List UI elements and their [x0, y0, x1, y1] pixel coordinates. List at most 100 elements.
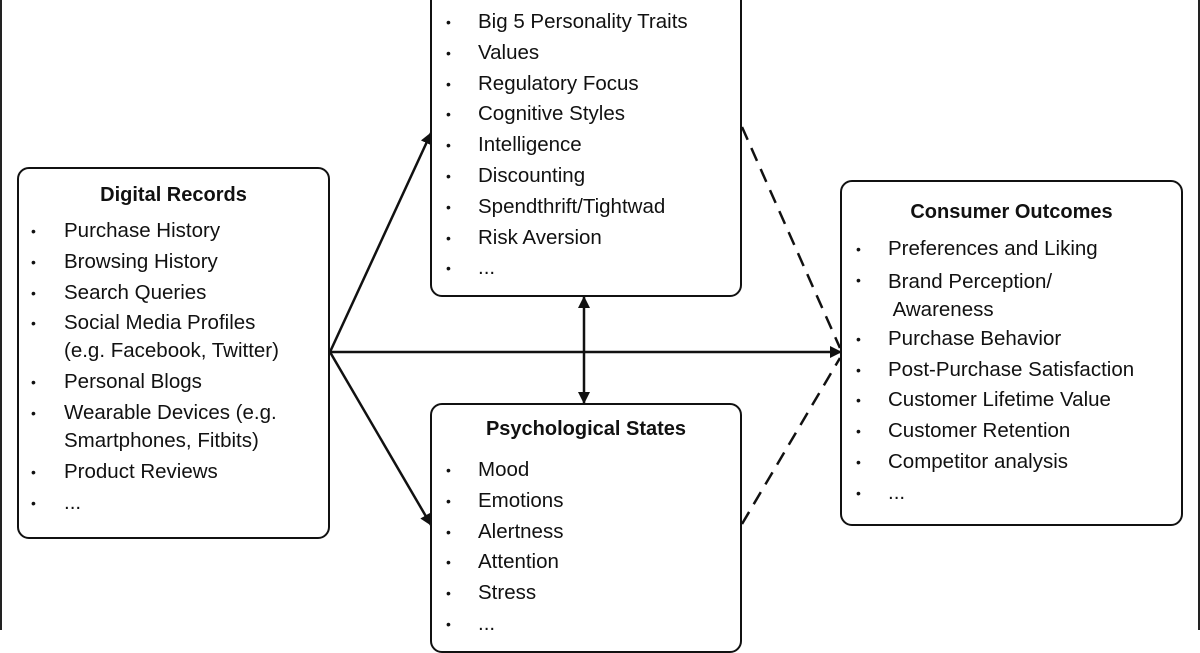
bullet-icon: •: [31, 223, 36, 239]
bullet-icon: •: [856, 484, 861, 501]
list-item-label: Discounting: [478, 163, 586, 187]
list-item: • Stress: [432, 578, 740, 609]
list-item-label: Risk Aversion: [478, 225, 602, 249]
bullet-icon: •: [856, 453, 861, 470]
list-item: • Values: [432, 38, 740, 69]
bullet-icon: •: [31, 253, 36, 270]
list-item-label: Personal Blogs: [64, 370, 202, 394]
bullet-icon: •: [446, 462, 451, 478]
list-item-label: Big 5 Personality Traits: [478, 10, 688, 33]
list-item-label: Customer Retention: [888, 419, 1071, 443]
list-item-label: Customer Lifetime Value: [888, 388, 1111, 412]
list-item-label: Brand Perception/ Awareness: [888, 269, 1053, 321]
psychological-states-box: Psychological States • Mood • Emotions • Aler…: [430, 403, 742, 653]
digital-records-box: Digital Records •Purchase History•Browsi…: [17, 167, 330, 539]
traits-list: • Big 5 Personality Traits • Values • Regulat…: [432, 7, 740, 284]
bullet-icon: •: [31, 374, 36, 391]
list-item-label: ...: [64, 490, 82, 514]
list-item-label: Stress: [478, 581, 537, 605]
bullet-icon: •: [446, 260, 451, 277]
bullet-icon: •: [31, 494, 36, 511]
frame-left-border: [0, 0, 2, 630]
bullet-icon: •: [856, 241, 861, 257]
list-item-label: Purchase Behavior: [888, 326, 1062, 350]
list-item-label: ...: [888, 480, 906, 504]
frame-right-border: [1198, 0, 1200, 630]
list-item-label: Competitor analysis: [888, 449, 1069, 473]
bullet-icon: •: [31, 405, 36, 422]
list-item: • Big 5 Personality Traits: [432, 7, 740, 38]
list-item: • Attention: [432, 547, 740, 578]
arrow-digital-to-traits: [328, 132, 433, 353]
list-item-label: Preferences and Liking: [888, 237, 1098, 260]
list-item: • Regulatory Focus: [432, 69, 740, 100]
bullet-icon: •: [856, 392, 861, 409]
list-item-label: Wearable Devices (e.g. Smartphones, Fitb…: [64, 401, 277, 453]
list-item-label: Emotions: [478, 488, 564, 512]
list-item: • Mood: [432, 455, 740, 486]
list-item-label: Social Media Profiles (e.g. Facebook, Tw…: [64, 311, 279, 363]
list-item: •...: [842, 478, 1181, 509]
traits-box: • Big 5 Personality Traits • Values • Regulat…: [430, 0, 742, 297]
dashed-arrow-states-to-outcomes: [740, 357, 842, 525]
bullet-icon: •: [446, 75, 451, 92]
bullet-icon: •: [446, 167, 451, 184]
bullet-icon: •: [856, 271, 861, 288]
list-item: • Search Queries: [19, 278, 328, 309]
list-item: • Customer Lifetime Value: [842, 385, 1181, 416]
consumer-outcomes-title: Consumer Outcomes: [910, 201, 1113, 223]
psychological-states-list: • Mood • Emotions • Alertness • Attention • Stres…: [432, 455, 740, 640]
list-item: •Risk Aversion: [432, 223, 740, 254]
list-item-label: ...: [478, 256, 496, 280]
list-item-label: Values: [478, 40, 540, 64]
list-item: •Purchase History: [19, 216, 328, 247]
bullet-icon: •: [446, 554, 451, 571]
list-item: • Social Media Profiles (e.g. Facebook, T…: [19, 308, 328, 367]
bullet-icon: •: [446, 615, 451, 632]
list-item-label: Spendthrift/Tightwad: [478, 194, 666, 218]
list-item: •...: [19, 488, 328, 519]
list-item: • Intelligence: [432, 130, 740, 161]
bullet-icon: •: [856, 330, 861, 347]
list-item: • Spendthrift/Tightwad: [432, 192, 740, 223]
list-item: •Customer Retention: [842, 416, 1181, 447]
bullet-icon: •: [856, 361, 861, 378]
list-item: • Preferences and Liking: [842, 234, 1181, 265]
bullet-icon: •: [446, 106, 451, 123]
digital-records-list: •Purchase History•Browsing History•Searc…: [19, 216, 328, 519]
bullet-icon: •: [446, 585, 451, 602]
bullet-icon: •: [31, 315, 36, 332]
list-item: • Alertness: [432, 517, 740, 548]
list-item-label: Cognitive Styles: [478, 102, 625, 126]
list-item: •Browsing History: [19, 247, 328, 278]
list-item: •Post-Purchase Satisfaction: [842, 355, 1181, 386]
psychological-states-title: Psychological States: [485, 418, 687, 440]
list-item: •Product Reviews: [19, 457, 328, 488]
bullet-icon: •: [446, 523, 451, 540]
list-item-label: Search Queries: [64, 280, 207, 304]
list-item-label: Regulatory Focus: [478, 71, 639, 95]
list-item-label: Alertness: [478, 519, 564, 543]
list-item-label: Mood: [478, 458, 530, 481]
list-item: • Purchase Behavior: [842, 324, 1181, 355]
bullet-icon: •: [446, 14, 451, 30]
list-item-label: Intelligence: [478, 133, 582, 157]
list-item: • Cognitive Styles: [432, 99, 740, 130]
bullet-icon: •: [446, 44, 451, 61]
list-item: • Personal Blogs: [19, 367, 328, 398]
list-item-label: Attention: [478, 550, 559, 574]
list-item: • Emotions: [432, 486, 740, 517]
consumer-outcomes-list: • Preferences and Liking • Brand Perception…: [842, 234, 1181, 509]
bullet-icon: •: [31, 284, 36, 301]
bullet-icon: •: [446, 198, 451, 215]
bullet-icon: •: [446, 492, 451, 509]
list-item: •...: [432, 609, 740, 640]
list-item: •...: [432, 253, 740, 284]
list-item: • Brand Perception/ Awareness: [842, 265, 1181, 324]
consumer-outcomes-box: Consumer Outcomes • Preferences and Likin…: [840, 180, 1183, 526]
bullet-icon: •: [446, 137, 451, 154]
list-item-label: ...: [478, 611, 496, 635]
list-item: • Wearable Devices (e.g. Smartphones, Fit…: [19, 398, 328, 457]
list-item: • Competitor analysis: [842, 447, 1181, 478]
arrow-digital-to-states: [328, 351, 433, 526]
